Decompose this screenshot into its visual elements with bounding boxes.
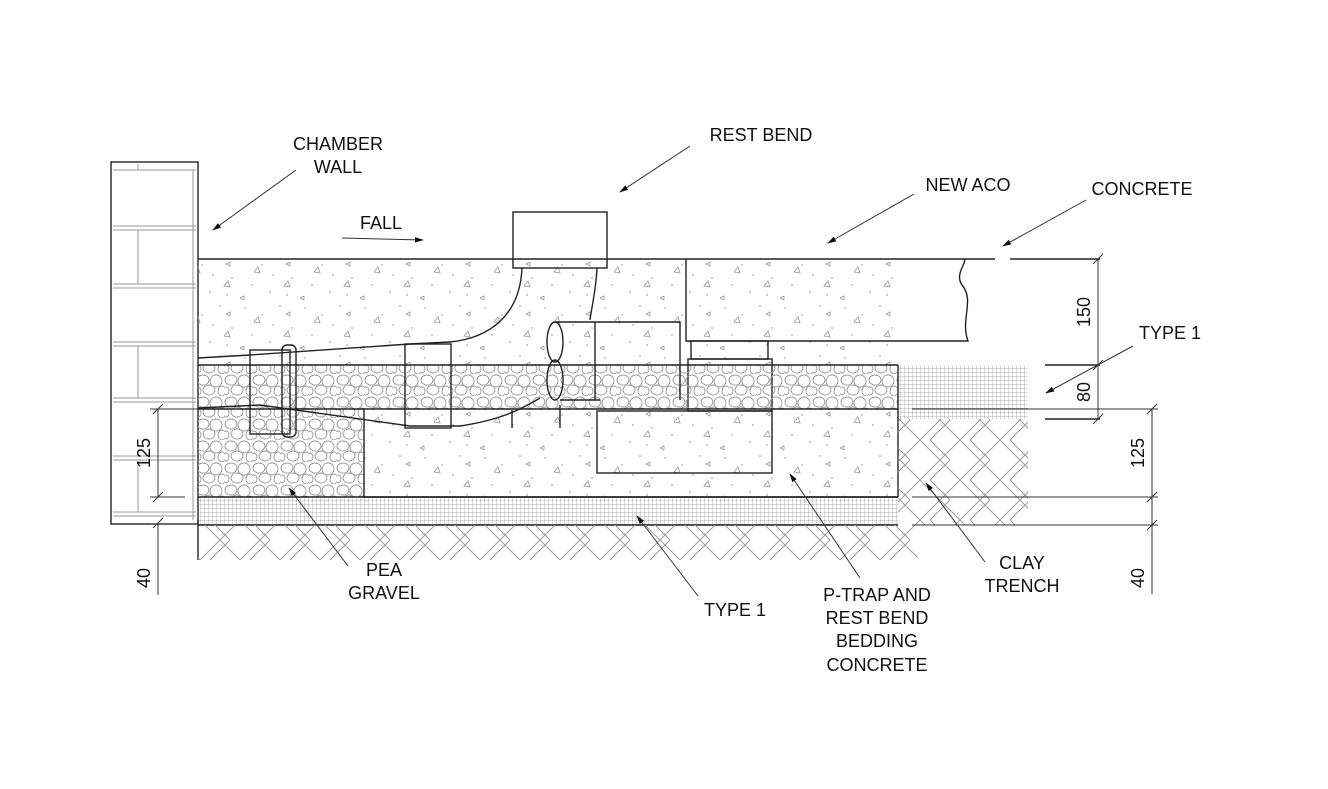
label-chamber-wall: CHAMBER WALL <box>212 134 383 231</box>
label-type1-right: TYPE 1 <box>1045 323 1201 394</box>
fall-text: FALL <box>360 213 402 233</box>
p-trap-line4: CONCRETE <box>826 655 927 675</box>
new-aco-text: NEW ACO <box>925 175 1010 195</box>
p-trap-line1: P-TRAP AND <box>823 585 931 605</box>
label-type1-bottom: TYPE 1 <box>636 515 766 620</box>
p-trap-line2: REST BEND <box>826 608 929 628</box>
label-chamber-wall-line1: CHAMBER <box>293 134 383 154</box>
label-new-aco: NEW ACO <box>827 175 1011 244</box>
label-fall: FALL <box>341 213 424 243</box>
dim-right-150: 150 <box>1074 297 1094 327</box>
concrete-text: CONCRETE <box>1091 179 1192 199</box>
clay-trench-line2: TRENCH <box>985 576 1060 596</box>
pea-gravel-line2: GRAVEL <box>348 583 420 603</box>
dim-right-40: 40 <box>1128 568 1148 588</box>
label-clay-trench: CLAY TRENCH <box>925 482 1060 596</box>
label-concrete: CONCRETE <box>1002 179 1193 247</box>
pea-gravel-line1: PEA <box>366 560 402 580</box>
dim-left-40: 40 <box>134 568 154 588</box>
rest-bend <box>449 211 608 428</box>
label-pea-gravel: PEA GRAVEL <box>288 487 420 603</box>
type1-right-text: TYPE 1 <box>1139 323 1201 343</box>
fall-arrow-icon <box>341 237 424 243</box>
p-trap-line3: BEDDING <box>836 631 918 651</box>
p-trap <box>546 321 681 401</box>
dimension-left: 125 40 <box>134 403 198 595</box>
type1-side-block <box>897 364 1100 497</box>
label-p-trap-bedding: P-TRAP AND REST BEND BEDDING CONCRETE <box>789 473 931 675</box>
label-rest-bend: REST BEND <box>619 125 813 193</box>
chamber-wall <box>110 161 199 525</box>
dimension-right: 150 80 125 40 <box>912 253 1158 594</box>
clay-trench-line1: CLAY <box>999 553 1045 573</box>
dim-right-125: 125 <box>1128 438 1148 468</box>
dim-left-125: 125 <box>134 438 154 468</box>
label-chamber-wall-line2: WALL <box>314 157 362 177</box>
type1-bottom-text: TYPE 1 <box>704 600 766 620</box>
bedding-concrete <box>198 408 898 498</box>
drain-pipe <box>197 341 460 438</box>
rest-bend-text: REST BEND <box>710 125 813 145</box>
clay-ground <box>198 419 1028 560</box>
concrete-surface-layer <box>198 258 1100 365</box>
dim-right-80: 80 <box>1074 382 1094 402</box>
